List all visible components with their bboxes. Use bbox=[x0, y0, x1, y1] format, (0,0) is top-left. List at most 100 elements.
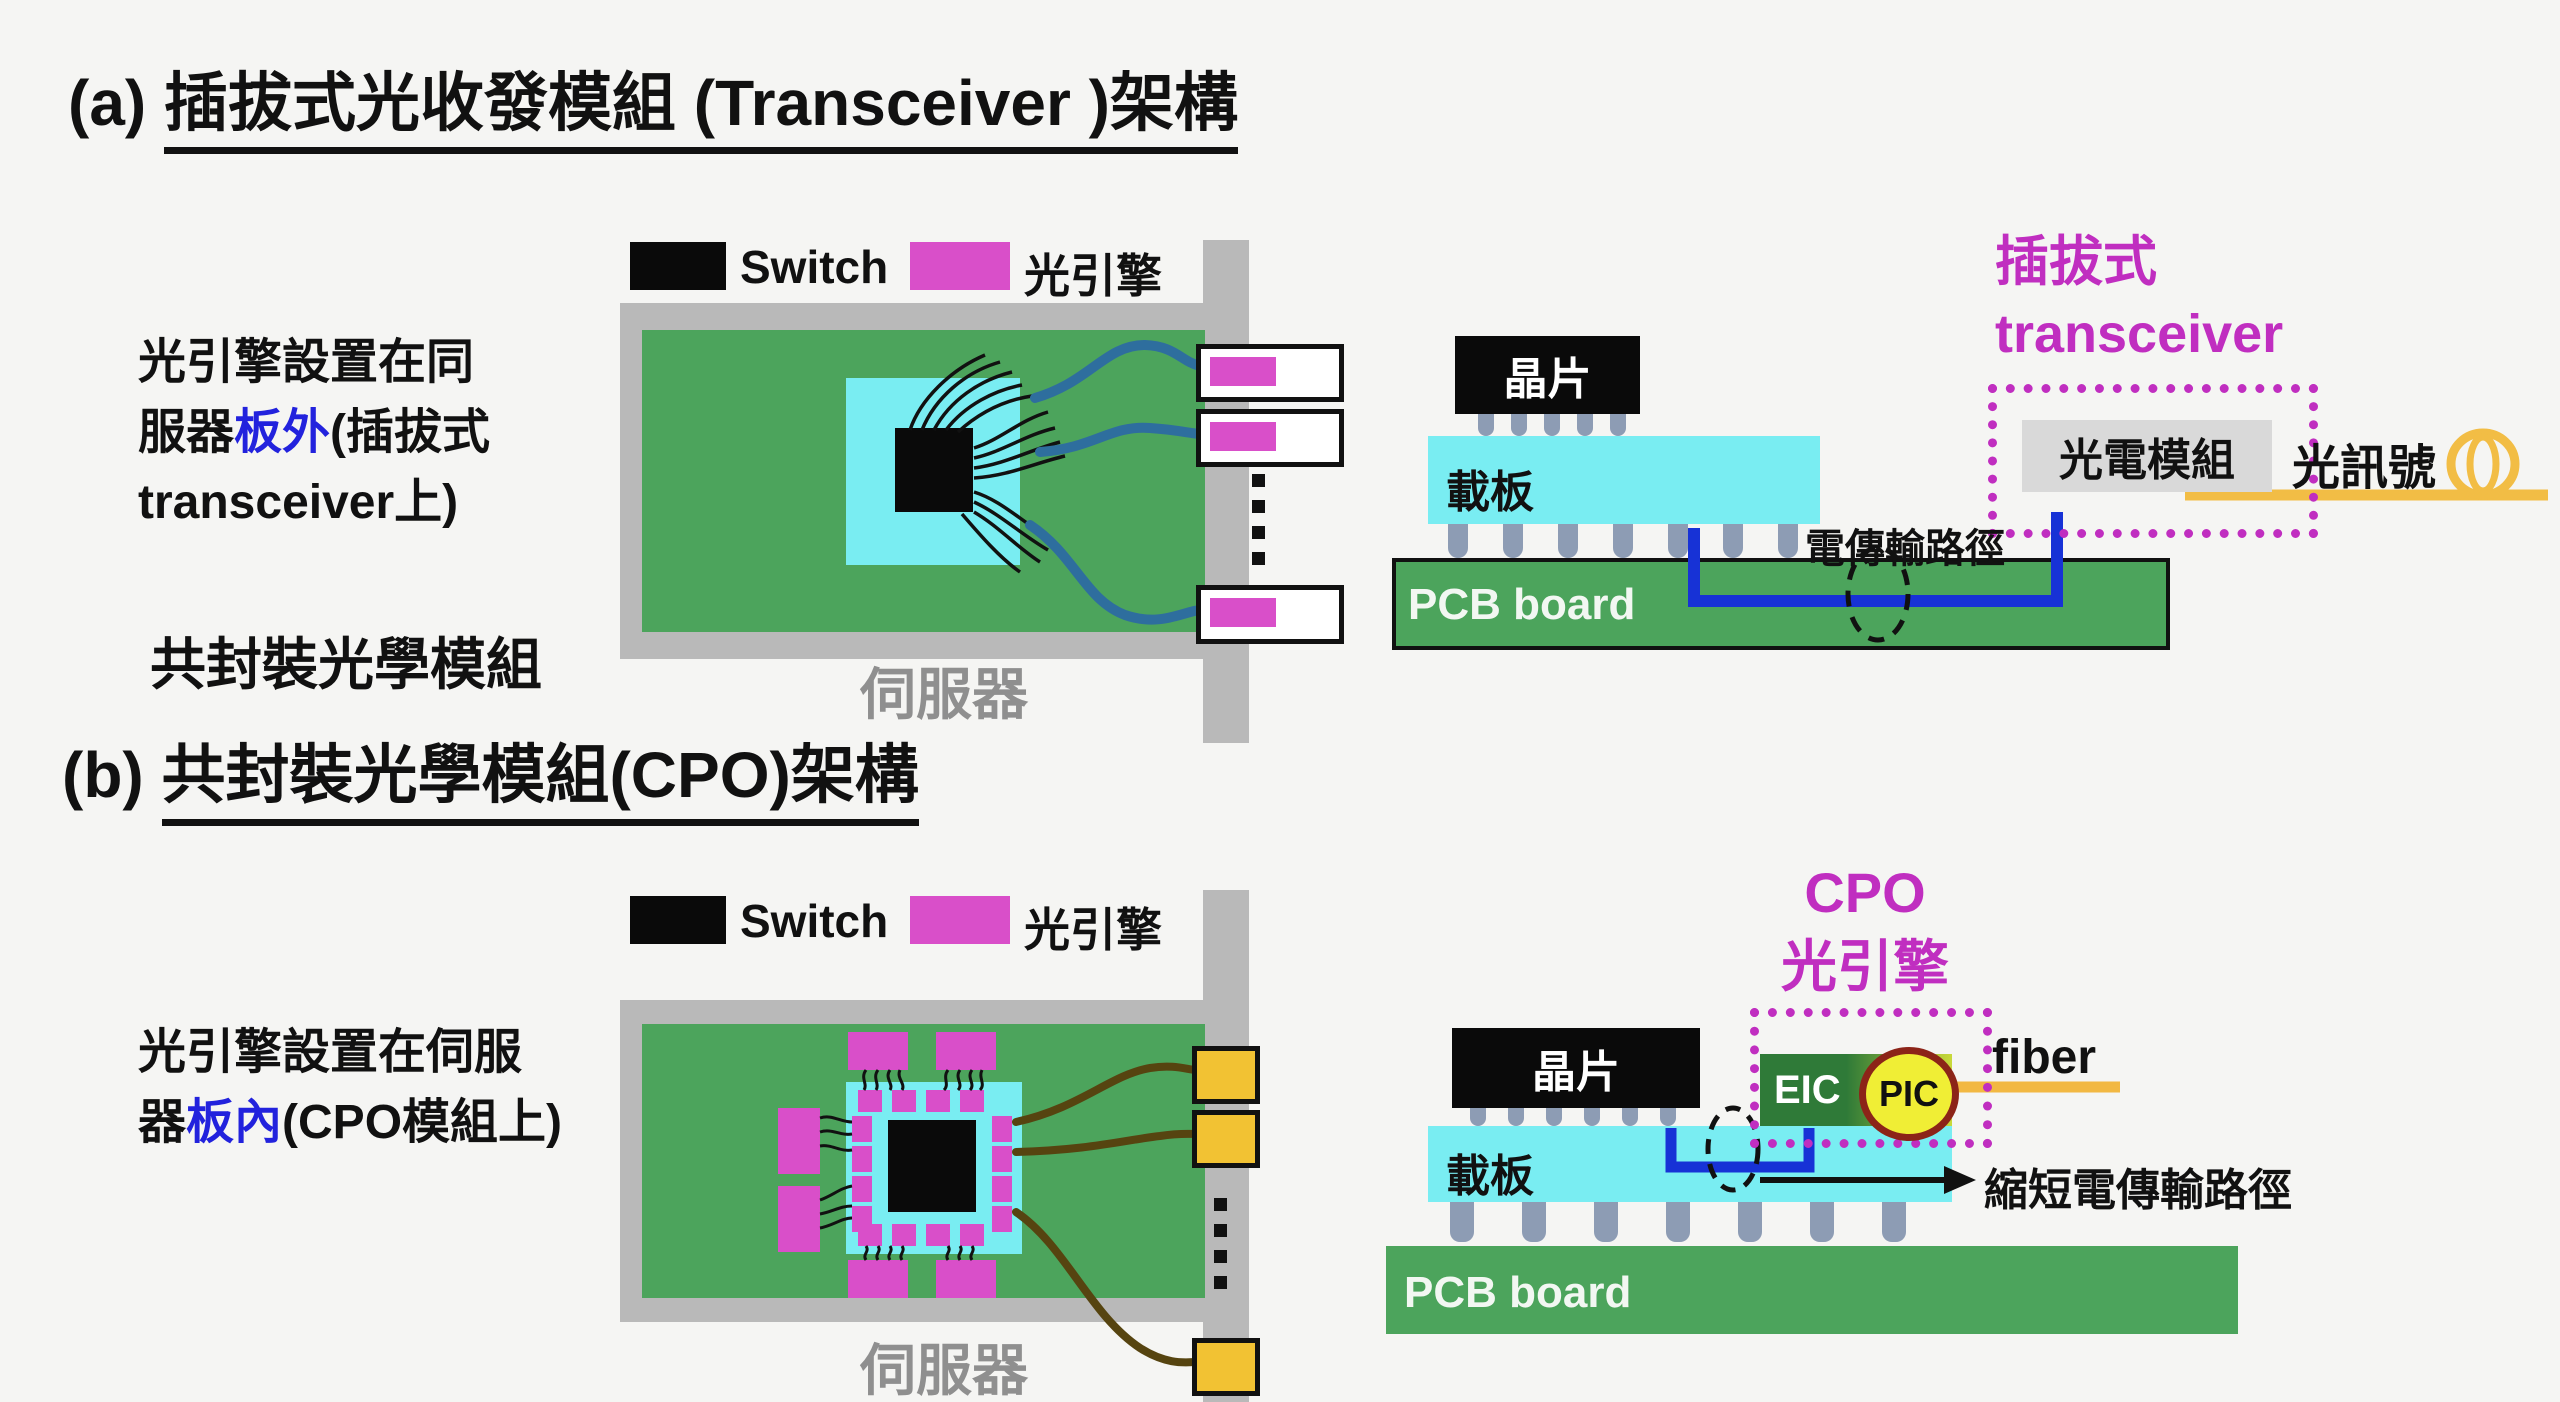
engine-pad bbox=[960, 1224, 984, 1246]
engine-block-left-1 bbox=[778, 1108, 820, 1174]
cpo-title-line1: CPO bbox=[1804, 861, 1926, 924]
xsec-b-pcb bbox=[1386, 1246, 2238, 1334]
section-a-description: 光引擎設置在同 服器板外(插拔式 transceiver上) bbox=[138, 328, 490, 538]
a-desc-line2-highlight: 板外 bbox=[234, 406, 331, 459]
xsec-a-chip: 晶片 bbox=[1455, 336, 1640, 414]
engine-pad bbox=[992, 1206, 1012, 1232]
chip-bump bbox=[1546, 1108, 1562, 1126]
engine-pad bbox=[960, 1090, 984, 1112]
a-desc-line2-post: (插拔式 bbox=[330, 406, 491, 459]
substrate-bump bbox=[1723, 524, 1743, 558]
module-title-line1: 插拔式 bbox=[1995, 232, 2157, 292]
chip-bump bbox=[1622, 1108, 1638, 1126]
xsec-a-substrate-label: 載板 bbox=[1446, 468, 1534, 517]
substrate-bump bbox=[1668, 524, 1688, 558]
server-a-faceplate bbox=[1203, 240, 1249, 743]
chip-bump bbox=[1577, 414, 1593, 436]
cpo-port-box-1 bbox=[1192, 1046, 1260, 1104]
xsec-b-substrate-label: 載板 bbox=[1446, 1152, 1534, 1201]
transceiver-box-2 bbox=[1196, 409, 1344, 467]
chip-bump bbox=[1610, 414, 1626, 436]
cpo-title-line2: 光引擎 bbox=[1781, 935, 1949, 998]
engine-pad bbox=[852, 1206, 872, 1232]
section-a-tag: (a) bbox=[68, 67, 164, 139]
transceiver-box-1 bbox=[1196, 344, 1344, 402]
engine-pad bbox=[992, 1146, 1012, 1172]
xsec-a-optoelectronic-module: 光電模組 bbox=[2022, 420, 2272, 492]
xsec-b-cpo-title: CPO 光引擎 bbox=[1755, 856, 1975, 1004]
cpo-port-box-2 bbox=[1192, 1110, 1260, 1168]
legend-b-engine-swatch bbox=[910, 896, 1010, 944]
substrate-bump bbox=[1810, 1202, 1834, 1242]
xsec-b-chip: 晶片 bbox=[1452, 1028, 1700, 1108]
cpo-note-label: 共封裝光學模組 bbox=[150, 633, 542, 696]
substrate-bump bbox=[1448, 524, 1468, 558]
server-a-label: 伺服器 bbox=[860, 663, 1028, 726]
pic-label: PIC bbox=[1878, 1073, 1939, 1114]
xsec-a-epath-label: 電傳輸路徑 bbox=[1805, 527, 2005, 571]
substrate-bump bbox=[1666, 1202, 1690, 1242]
substrate-bump bbox=[1450, 1202, 1474, 1242]
engine-pad bbox=[926, 1224, 950, 1246]
section-b-title-text: 共封裝光學模組(CPO)架構 bbox=[161, 739, 919, 826]
section-b-title: (b) 共封裝光學模組(CPO)架構 bbox=[62, 724, 919, 826]
chip-bump bbox=[1660, 1108, 1676, 1126]
eic-label: EIC bbox=[1774, 1067, 1841, 1112]
engine-block-top-2 bbox=[936, 1032, 996, 1070]
transceiver-3-engine bbox=[1210, 598, 1276, 627]
legend-b-switch-swatch bbox=[630, 896, 726, 944]
ellipsis-dots-b bbox=[1214, 1198, 1227, 1302]
engine-block-bottom-1 bbox=[848, 1260, 908, 1298]
transceiver-1-engine bbox=[1210, 357, 1276, 386]
engine-pad bbox=[858, 1090, 882, 1112]
xsec-b-pic: PIC bbox=[1859, 1047, 1959, 1141]
b-desc-line2: 器板內(CPO模組上) bbox=[138, 1088, 562, 1158]
b-desc-line2-post: (CPO模組上) bbox=[282, 1096, 563, 1149]
substrate-bump bbox=[1882, 1202, 1906, 1242]
xsec-a-substrate bbox=[1428, 436, 1820, 524]
xsec-b-pcb-label: PCB board bbox=[1404, 1268, 1632, 1317]
a-desc-line2: 服器板外(插拔式 bbox=[138, 398, 490, 468]
xsec-a-pcb-label: PCB board bbox=[1408, 580, 1636, 629]
engine-pad bbox=[852, 1176, 872, 1202]
chip-bump bbox=[1544, 414, 1560, 436]
substrate-bump bbox=[1503, 524, 1523, 558]
legend-b-switch-label: Switch bbox=[740, 895, 889, 947]
chip-bump bbox=[1584, 1108, 1600, 1126]
xsec-b-shortpath-label: 縮短電傳輸路徑 bbox=[1984, 1166, 2292, 1215]
section-b-tag: (b) bbox=[62, 739, 162, 811]
server-b-label: 伺服器 bbox=[860, 1339, 1028, 1402]
a-desc-line2-pre: 服器 bbox=[138, 406, 235, 459]
section-a-title: (a) 插拔式光收發模組 (Transceiver )架構 bbox=[68, 52, 1238, 154]
engine-block-left-2 bbox=[778, 1186, 820, 1252]
transceiver-box-3 bbox=[1196, 585, 1344, 644]
engine-block-top-1 bbox=[848, 1032, 908, 1070]
engine-pad bbox=[992, 1116, 1012, 1142]
xsec-a-osignal-label: 光訊號 bbox=[2292, 442, 2437, 495]
b-desc-line2-pre: 器 bbox=[138, 1096, 187, 1149]
cpo-port-box-3 bbox=[1192, 1338, 1260, 1396]
engine-pad bbox=[852, 1146, 872, 1172]
substrate-bump bbox=[1558, 524, 1578, 558]
chip-bump bbox=[1478, 414, 1494, 436]
xsec-a-transceiver-outline bbox=[1988, 384, 2318, 538]
a-desc-line3: transceiver上) bbox=[138, 476, 459, 529]
server-b-switch-chip bbox=[888, 1120, 976, 1212]
ellipsis-dots-a bbox=[1252, 474, 1265, 578]
server-a-switch-chip bbox=[895, 428, 973, 512]
xsec-a-module-title: 插拔式 transceiver bbox=[1995, 226, 2283, 370]
engine-pad bbox=[992, 1176, 1012, 1202]
substrate-bump bbox=[1738, 1202, 1762, 1242]
legend-a-engine-label: 光引擎 bbox=[1024, 250, 1162, 302]
section-b-description: 光引擎設置在伺服 器板內(CPO模組上) bbox=[138, 1018, 562, 1158]
chip-bump bbox=[1470, 1108, 1486, 1126]
substrate-bump bbox=[1594, 1202, 1618, 1242]
transceiver-2-engine bbox=[1210, 422, 1276, 451]
xsec-b-cpo-outline bbox=[1750, 1008, 1992, 1148]
chip-bump bbox=[1511, 414, 1527, 436]
engine-block-bottom-2 bbox=[936, 1260, 996, 1298]
legend-a-switch-label: Switch bbox=[740, 241, 889, 293]
section-a-title-text: 插拔式光收發模組 (Transceiver )架構 bbox=[164, 67, 1238, 154]
engine-pad bbox=[852, 1116, 872, 1142]
